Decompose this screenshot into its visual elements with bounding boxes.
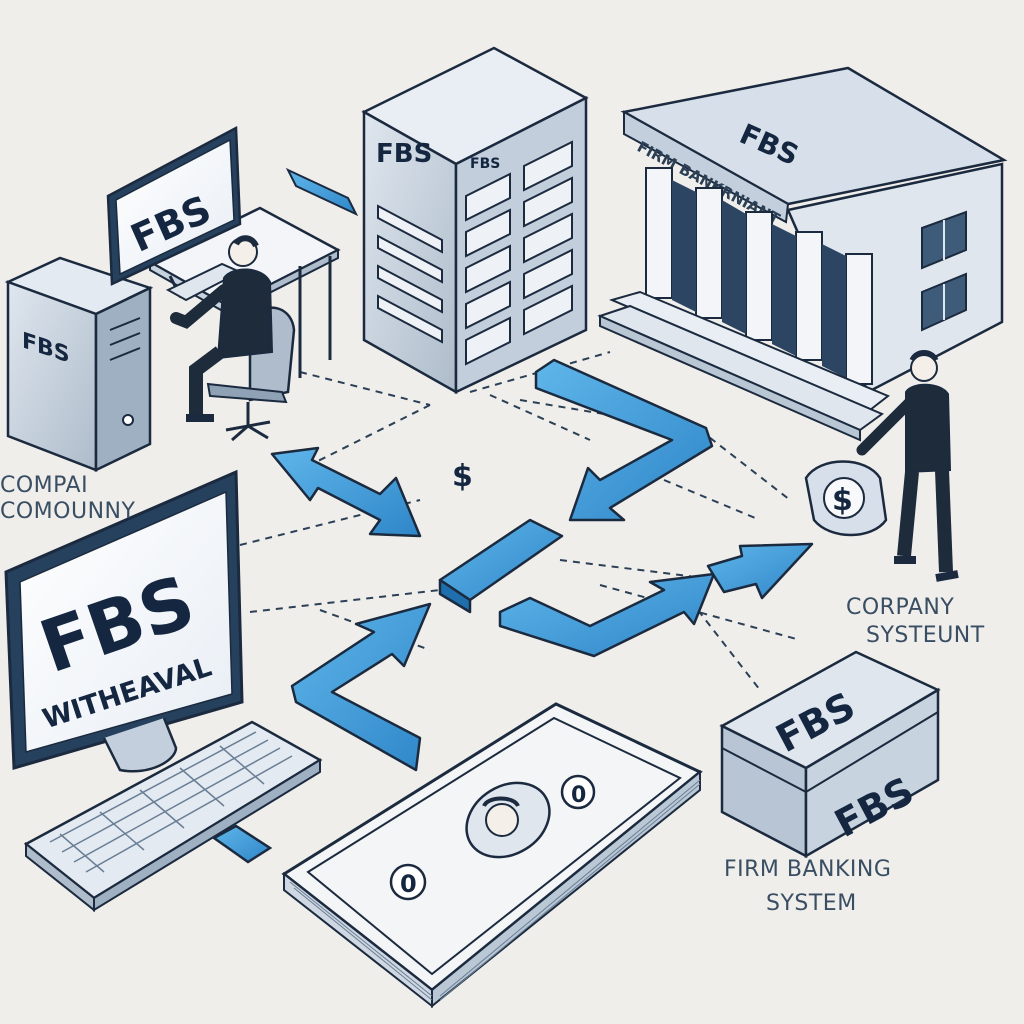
monitor-large-left: FBS WITHEAVAL — [4, 469, 244, 773]
arrow-left-double — [270, 446, 422, 538]
center-dollar-symbol: $ — [452, 459, 473, 494]
usb-stick — [211, 824, 273, 864]
tower-pc-left: FBS — [4, 256, 154, 472]
label-company-left-2: COMOUNNY — [0, 499, 135, 524]
dashed-connectors — [239, 351, 801, 691]
bank-building: FBS FIRM BANKRNIANT — [597, 66, 1008, 442]
dollar-coin: $ — [804, 460, 888, 537]
flow-arrows — [270, 358, 814, 772]
label-company-right-1: CORPANY — [846, 595, 954, 620]
arrow-zigzag-down — [534, 358, 714, 522]
arrow-elbow-lower-left — [290, 602, 432, 772]
rack-side-brand: FBS — [470, 156, 500, 172]
rack-front-brand: FBS — [376, 139, 432, 169]
flow-bar-center — [438, 518, 564, 602]
keyboard — [23, 720, 323, 913]
bill-digit-left: 0 — [400, 870, 417, 898]
server-rack: FBS FBS — [361, 46, 589, 395]
office-worker — [170, 235, 296, 442]
label-company-left-1: COMPAI — [0, 473, 88, 498]
fbs-box: FBS FBS — [719, 650, 941, 859]
bill-digit-right: 0 — [571, 783, 586, 808]
label-firm-banking-1: FIRM BANKING — [724, 857, 891, 882]
coin-symbol: $ — [832, 483, 853, 518]
arrow-elbow-right — [498, 572, 716, 658]
banker-figure — [856, 350, 959, 582]
label-firm-banking-2: SYSTEM — [766, 891, 857, 916]
arrow-right-point — [706, 542, 814, 600]
floating-tab-top — [285, 167, 359, 217]
label-company-right-2: SYSTEUNT — [866, 623, 985, 648]
banknote-stack: 0 0 — [281, 702, 703, 1009]
monitor-top: FBS — [106, 125, 242, 298]
